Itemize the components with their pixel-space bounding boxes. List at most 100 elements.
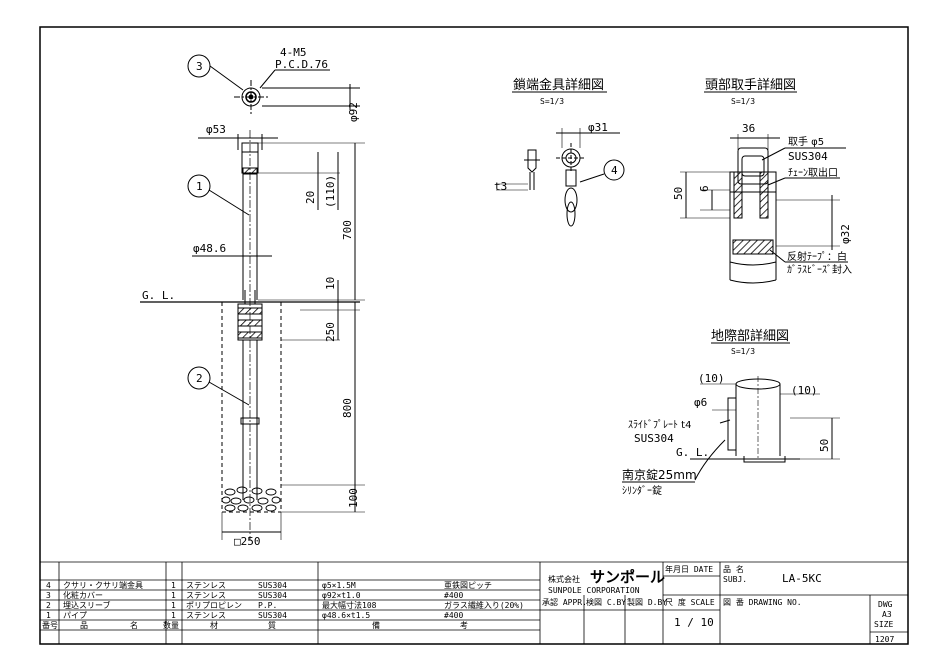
chain-t3: t3 — [494, 180, 507, 193]
sheet-border — [39, 26, 909, 645]
cover-dia-label: φ92 — [347, 102, 360, 122]
row-3-no: 3 — [46, 591, 51, 600]
callout-2-circle — [187, 366, 211, 390]
head-d50: 50 — [672, 187, 685, 200]
row-2-no: 2 — [46, 601, 51, 610]
date-label: 年月日 DATE — [665, 564, 713, 574]
company-en: SUNPOLE CORPORATION — [548, 586, 640, 595]
parts-table — [40, 561, 541, 644]
row-4-note: 亜鉄図ピッチ — [444, 580, 492, 590]
row-4-no: 4 — [46, 581, 51, 590]
row-2-spec: 最大幅寸法108 — [322, 600, 377, 610]
row-2-name: 埋込スリーブ — [63, 600, 111, 610]
row-1-qty: 1 — [171, 611, 176, 620]
callout-3-text: 3 — [196, 60, 203, 73]
subj-label: SUBJ. — [723, 575, 747, 584]
row-1-spec: φ48.6×t1.5 — [322, 611, 370, 620]
row-2-grade: P.P. — [258, 601, 277, 610]
head-d6: 6 — [698, 185, 711, 192]
dim-110: (110) — [324, 175, 337, 208]
row-1-grade: SUS304 — [258, 611, 287, 620]
row-3-name: 化粧カバー — [63, 590, 103, 600]
company-prefix: 株式会社 — [548, 574, 580, 584]
hdr-qty: 数量 — [163, 620, 179, 630]
ground-plate-mat: SUS304 — [634, 432, 674, 445]
row-2-mat: ポリプロピレン — [186, 601, 242, 610]
dim-700: 700 — [341, 220, 354, 240]
drawn-label: 製図 D.BY — [627, 597, 667, 607]
base-label: □250 — [234, 535, 261, 548]
callout-4-text: 4 — [611, 164, 618, 177]
dim-20: 20 — [304, 191, 317, 204]
pipe-dia-label: φ48.6 — [193, 242, 226, 255]
callout-2-text: 2 — [196, 372, 203, 385]
row-1-name: パイプ — [63, 611, 87, 620]
dim-800: 800 — [341, 398, 354, 418]
checked-label: 検図 C.BY — [586, 597, 626, 607]
size-label: SIZE — [874, 620, 893, 629]
head-chain-out: ﾁｪｰﾝ取出口 — [788, 166, 838, 179]
row-2-note: ガラス繊維入り(20%) — [444, 600, 524, 610]
name-label: 品 名 — [723, 564, 744, 574]
row-1-no: 1 — [46, 611, 51, 620]
row-3-mat: ステンレス — [186, 591, 226, 600]
row-2-qty: 1 — [171, 601, 176, 610]
row-4-spec: φ5×1.5M — [322, 581, 356, 590]
chain-detail-scale: S=1/3 — [540, 97, 564, 106]
hdr-note-1: 備 — [372, 620, 380, 630]
chain-d31: φ31 — [588, 121, 608, 134]
callout-1-text: 1 — [196, 180, 203, 193]
chain-detail-title: 鎖端金具詳細図 — [513, 77, 604, 93]
gravel-base — [221, 486, 281, 512]
ground-d50: 50 — [818, 439, 831, 452]
dim-100: 100 — [347, 488, 360, 508]
ground-p10a: (10) — [698, 372, 725, 385]
hdr-mat-1: 材 — [210, 620, 218, 630]
head-handle-mat: SUS304 — [788, 150, 828, 163]
ground-detail-scale: S=1/3 — [731, 347, 755, 356]
title-block — [540, 561, 908, 644]
head-detail-scale: S=1/3 — [731, 97, 755, 106]
head-detail-title: 頭部取手詳細図 — [705, 77, 796, 93]
callout-4-circle — [603, 159, 625, 181]
drawing-no-label: 図 番 DRAWING NO. — [723, 597, 802, 607]
head-d36: 36 — [742, 122, 755, 135]
approved-label: 承認 APPR. — [542, 597, 587, 607]
row-4-name: クサリ・クサリ端金具 — [63, 580, 143, 590]
row-3-grade: SUS304 — [258, 591, 287, 600]
ground-p10b: (10) — [791, 384, 818, 397]
ground-lock: 南京錠25mm — [622, 467, 697, 482]
top-dia-label: φ53 — [206, 123, 226, 136]
dim-250: 250 — [324, 322, 337, 342]
ground-detail — [622, 342, 840, 483]
main-elevation — [140, 54, 365, 540]
row-1-mat: ステンレス — [186, 611, 226, 620]
dwg-label: DWG — [878, 600, 893, 609]
scale-value: 1 / 10 — [674, 616, 714, 629]
hdr-name-2: 名 — [130, 620, 138, 630]
callout-3-circle — [187, 54, 211, 78]
head-handle: 取手 φ5 — [788, 135, 824, 148]
ground-detail-title: 地際部詳細図 — [711, 328, 789, 344]
hdr-no: 番号 — [42, 620, 58, 630]
row-3-qty: 1 — [171, 591, 176, 600]
gl-label: G. L. — [142, 289, 175, 302]
row-1-note: #400 — [444, 611, 463, 620]
ground-plate: ｽﾗｲﾄﾞﾌﾟﾚｰﾄ t4 — [628, 419, 691, 431]
scale-label: 尺 度 SCALE — [665, 597, 715, 607]
head-tape: 反射ﾃｰﾌﾟ：白 — [787, 250, 847, 263]
company-logo: サンポール — [590, 568, 665, 586]
product-name: LA-5KC — [782, 572, 822, 585]
drawing-code: 1207 — [875, 635, 894, 644]
a3-label: A3 — [882, 610, 892, 619]
ground-d6: φ6 — [694, 396, 707, 409]
dim-10: 10 — [324, 277, 337, 290]
ground-lock2: ｼﾘﾝﾀﾞｰ錠 — [622, 484, 662, 497]
hdr-name-1: 品 — [80, 621, 88, 630]
ground-gl: G. L. — [676, 446, 709, 459]
parts-rows: 4 クサリ・クサリ端金具 1 ステンレス SUS304 φ5×1.5M 亜鉄図ピ… — [42, 580, 524, 630]
head-d32: φ32 — [839, 224, 852, 244]
hdr-note-2: 考 — [460, 621, 468, 630]
row-4-grade: SUS304 — [258, 581, 287, 590]
